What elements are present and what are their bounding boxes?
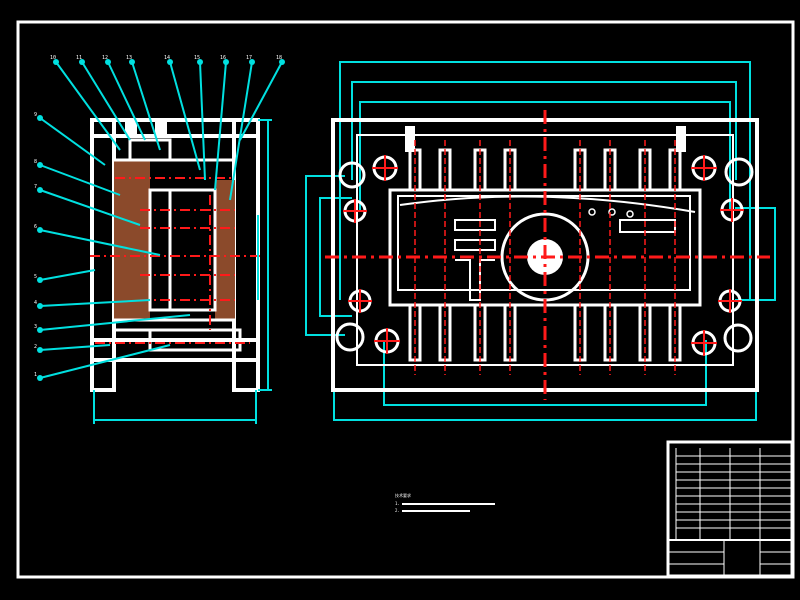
t-rib (455, 259, 495, 301)
cavity-section-left (114, 160, 150, 320)
balloon-label: 12 (102, 55, 108, 61)
pin-hole (608, 208, 616, 216)
hole-centermarks (343, 155, 744, 356)
notes-heading: 技术要求 (395, 492, 411, 498)
core-insert-right (168, 188, 217, 312)
sprue-bushing (128, 138, 172, 162)
note-line: 2. (395, 508, 400, 513)
balloon-label: 9 (34, 112, 37, 118)
note-line: 1. (395, 501, 400, 506)
balloon-label: 13 (126, 55, 132, 61)
bolt-head (155, 120, 167, 136)
balloon-label: 14 (164, 55, 170, 61)
balloon-label: 7 (34, 184, 37, 190)
technical-notes: 技术要求 1. 2. (395, 492, 495, 513)
balloon-label: 4 (34, 300, 37, 306)
balloon-label: 5 (34, 274, 37, 280)
ejector-plate (148, 328, 242, 352)
balloon-label: 10 (50, 55, 56, 61)
rail-centerlines (414, 140, 676, 375)
leader-lines (39, 61, 283, 379)
core-insert-left (148, 188, 172, 312)
balloon-label: 16 (220, 55, 226, 61)
bolt-head (125, 120, 137, 136)
balloon-label: 8 (34, 159, 37, 165)
side-section-view: 10 11 12 13 14 15 16 17 18 9 8 7 6 5 4 3… (34, 55, 285, 424)
pin-hole (588, 208, 596, 216)
balloon-label: 18 (276, 55, 282, 61)
slot (454, 239, 496, 251)
part-profile (397, 195, 691, 291)
balloon-label: 15 (194, 55, 200, 61)
pin-hole (626, 210, 634, 218)
drawing-border (16, 20, 795, 579)
balloon-markers (37, 59, 285, 381)
balloon-label: 3 (34, 324, 37, 330)
cavity-section-right (215, 180, 235, 320)
balloon-label: 2 (34, 344, 37, 350)
title-block (666, 440, 794, 578)
balloon-label: 1 (34, 372, 37, 378)
bottom-clamp-plate (90, 338, 260, 362)
balloon-label: 11 (76, 55, 82, 61)
balloon-label: 17 (246, 55, 252, 61)
balloon-label: 6 (34, 224, 37, 230)
threaded-post (405, 126, 415, 152)
plan-view (305, 61, 776, 421)
threaded-post (676, 126, 686, 152)
slot (454, 219, 496, 231)
